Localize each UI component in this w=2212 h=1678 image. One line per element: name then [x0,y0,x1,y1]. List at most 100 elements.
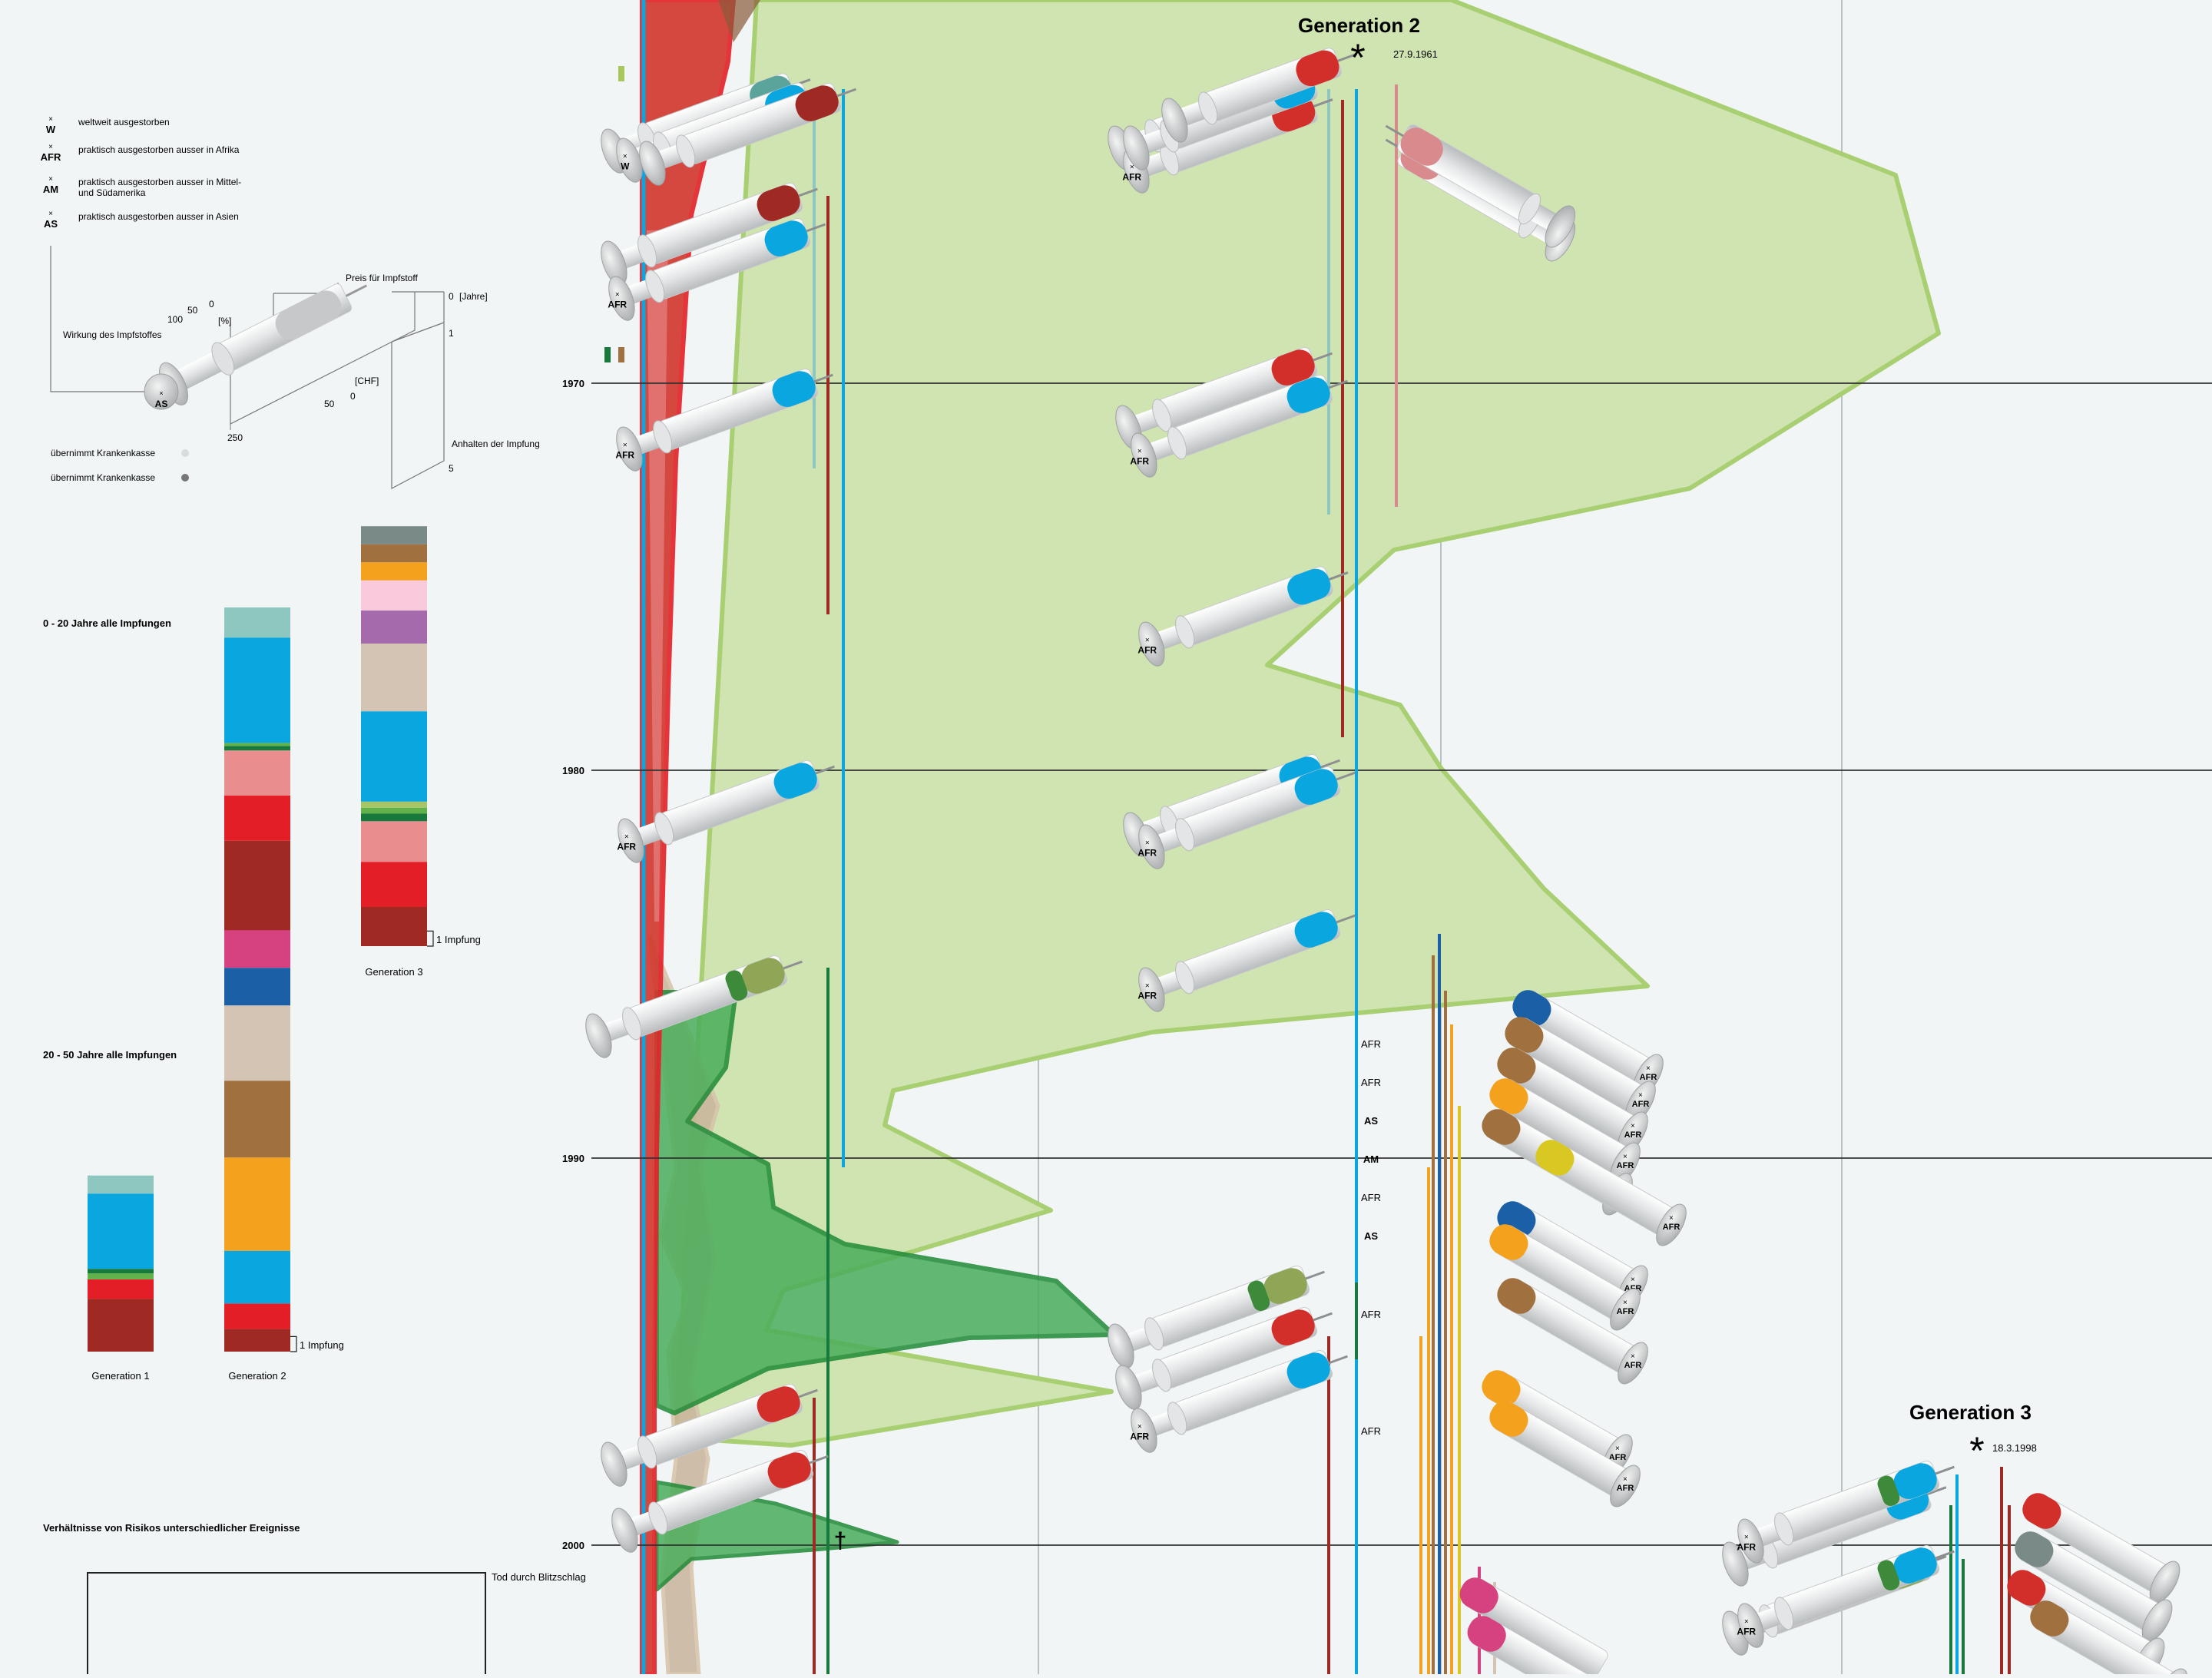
angled-syringe-icon: ×AFR [1482,1370,1633,1477]
years-tick-1: 1 [449,328,454,339]
stack-segment [224,607,290,638]
syringe-icon [1161,48,1357,143]
stack-segment [361,562,427,581]
syringe-needle [1328,1355,1348,1365]
syringe-needle [1926,1486,1947,1496]
syringe-needle [1328,379,1348,389]
syringe-fill [1459,1577,1498,1613]
stack-segment [361,644,427,712]
syringe-fill [2030,1600,2069,1637]
stack-segment [88,1175,154,1194]
syringe-code: AFR [608,300,627,310]
syringe-plunger [1131,432,1157,478]
key-cross-icon: × [159,389,163,397]
syringe-plunger [1610,1288,1641,1331]
stack-segment [88,1269,154,1274]
generation-3-birth-date: 18.3.1998 [1992,1442,2037,1454]
syringe-plunger [616,426,643,472]
cross-icon: × [624,833,629,842]
stack-chart-title: 20 - 50 Jahre alle Impfungen [43,1049,177,1061]
region-label: AFR [1361,1192,1381,1203]
syringe-plunger [2157,1668,2188,1678]
syringe-needle [836,88,856,98]
syringe-collar [1774,1512,1794,1546]
syringe-collar [1175,818,1195,852]
angled-syringe-icon: ×AFR [1535,1140,1687,1246]
cross-icon: × [1623,1475,1628,1484]
chf-tick-250: 250 [227,432,243,443]
syringe-plunger [1737,1603,1764,1648]
syringe-code: AFR [1137,991,1157,1001]
syringe-code: AFR [1617,1161,1634,1170]
syringe-fill [1489,1224,1528,1260]
syringe-collar [645,270,665,303]
birth-star-icon: * [1350,36,1365,79]
region-code: AS [44,218,58,230]
cross-icon: × [1669,1214,1674,1223]
syringe-plunger [1108,1323,1134,1369]
syringe-fill [795,85,839,121]
syringe-code: AFR [1663,1223,1681,1232]
unit-bracket [290,1335,297,1352]
syringe-accent [1247,1280,1270,1311]
syringe-icon: ×AFR [1130,1349,1348,1453]
price-label: Preis für Impfstoff [346,273,418,283]
syringe-icon [1385,124,1576,248]
syringe-collar [653,420,673,454]
small-syringe-markers [604,66,624,362]
syringe-needle [1305,1270,1325,1280]
cross-icon: × [48,143,53,151]
duration-label: Anhalten der Impfung [452,439,540,449]
cross-icon: × [1631,1122,1635,1130]
stack-segment [361,807,427,814]
syringe-icon: ×AFR [615,368,833,472]
syringe-fill [1296,50,1339,87]
cross-icon: × [1145,839,1150,848]
syringe-plunger [1131,1408,1157,1453]
region-label: AFR [1361,1425,1381,1437]
syringe-fill [1505,1017,1544,1053]
syringe-needle [815,765,835,775]
syringe-icon [611,1449,829,1553]
angled-syringe-icon [1459,1577,1608,1678]
syringe-plunger [1722,1541,1749,1587]
syringe-group: ×W×AFR×AFR×AFR×AFR×AFR×AFR×AFR×AFR×AFR×A… [585,48,2188,1678]
syringe-needle [1336,914,1356,924]
angled-syringe-icon: ×AFR [1505,1017,1656,1124]
region-label: AS [1364,1115,1378,1127]
syringe-code: AFR [1617,1307,1634,1316]
syringe-fill [1893,1547,1937,1584]
syringe-collar [654,812,674,846]
syringe-icon: ×AFR [1130,374,1348,478]
insurance-text: übernimmt Krankenkasse [51,448,155,458]
chf-tick-50: 50 [324,399,335,409]
generation-2-area [674,0,1941,1448]
syringe-plunger [1123,125,1150,170]
stack-segment [224,750,290,796]
syringe-fill [757,185,800,221]
pct-tick-50: 50 [187,305,198,316]
syringe-fill [1271,1309,1315,1345]
stack-segment [224,1303,290,1329]
stack-bar-label: Generation 3 [365,966,422,978]
cross-icon: × [1638,1091,1643,1100]
stack-segment [224,1250,290,1304]
syringe-plunger [1737,1518,1764,1564]
stack-segment [224,743,290,746]
syringe-collar [1144,1317,1164,1351]
syringe-code: AFR [1737,1627,1756,1637]
syringe-needle [798,187,818,197]
syringe-icon: ×AFR [1137,766,1356,869]
stack-bar-label: Generation 1 [91,1370,149,1382]
cross-icon: × [48,115,53,124]
syringe-fill [1294,769,1338,805]
chf-unit: [CHF] [355,376,379,386]
stack-segment [361,813,427,822]
syringe-accent [725,970,748,1001]
effect-label: Wirkung des Impfstoffes [63,329,162,340]
syringe-fill [772,371,816,407]
